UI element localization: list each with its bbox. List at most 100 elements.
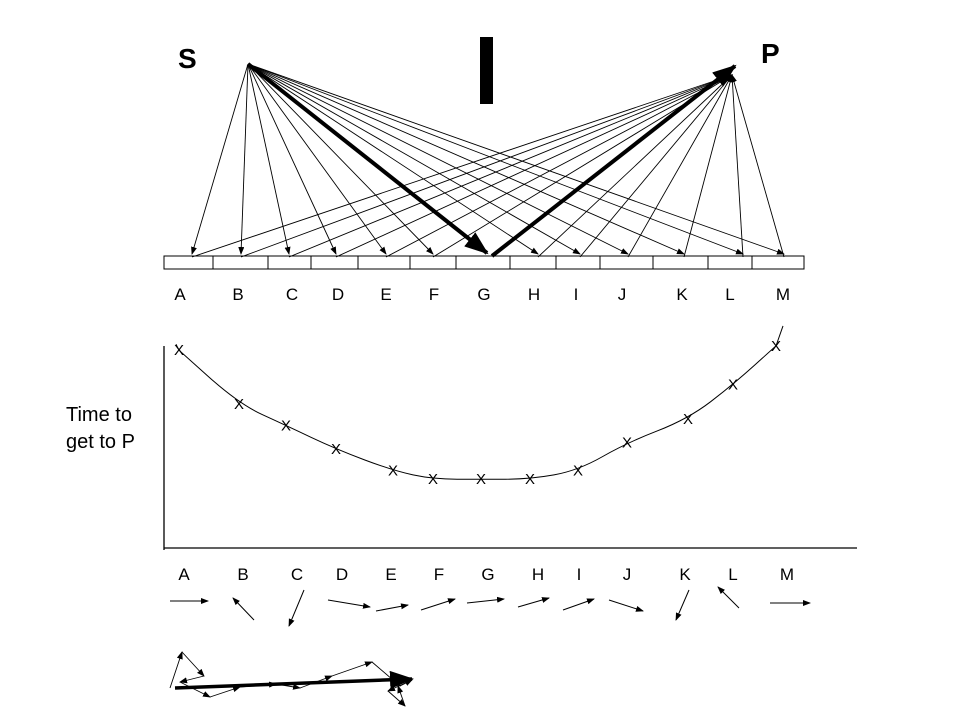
data-point-c: X [281,417,291,434]
incident-ray-j [247,63,629,255]
amplitude-arrow-j [608,599,644,612]
mirror-label-e: E [380,285,391,304]
data-point-m: X [771,338,781,355]
graph-category-m: M [780,565,794,584]
shortest-path [246,62,737,258]
data-point-j: X [622,435,632,452]
graph-category-a: A [178,565,190,584]
vector-sum-step [179,675,205,684]
reflected-rays [191,74,785,258]
mirror-label-b: B [232,285,243,304]
target-label: P [761,38,780,69]
amplitude-arrows [170,586,811,627]
mirror-label-m: M [776,285,790,304]
vector-sum-step [169,651,183,689]
mirror-strip [163,255,805,270]
vector-sum-step [181,651,205,677]
incident-ray-e [247,63,387,255]
reflected-ray-d [335,74,733,258]
mirror-ticks [212,256,753,269]
graph-category-h: H [532,565,544,584]
data-point-a: X [174,342,184,359]
data-point-b: X [234,396,244,413]
graph-category-l: L [728,565,737,584]
graph-y-label: Time to get to P [66,402,166,456]
vector-sum-resultant [174,670,414,690]
graph-category-i: I [577,565,582,584]
graph-y-label-line1: Time to [66,404,132,426]
mirror-label-f: F [429,285,439,304]
mirror-label-g: G [477,285,490,304]
graph-category-j: J [623,565,632,584]
reflected-ray-l [729,74,744,258]
reflected-ray-k [683,74,734,258]
graph-category-k: K [679,565,691,584]
vector-sum-step [331,661,373,677]
time-curve [175,325,784,480]
graph-category-d: D [336,565,348,584]
vector-sum-step [387,690,406,707]
incident-ray-k [247,63,685,255]
amplitude-arrow-e [375,603,409,612]
graph-category-g: G [481,565,494,584]
amplitude-arrow-h [517,597,550,608]
vector-sum-step [397,685,406,707]
graph-category-e: E [385,565,396,584]
reflected-ray-j [627,74,733,258]
reflected-ray-b [240,74,733,258]
data-point-h: X [525,471,535,488]
mirror-label-k: K [676,285,688,304]
vector-sum-step [387,679,413,692]
vector-sum [169,651,414,707]
reflected-ray-m [731,74,785,258]
mirror-label-i: I [574,285,579,304]
mirror-label-h: H [528,285,540,304]
reflected-ray-h [537,74,733,258]
graph-category-b: B [237,565,248,584]
incident-ray-c [247,63,291,255]
mirror-label-c: C [286,285,298,304]
incident-ray-l [247,63,744,255]
data-point-i: X [573,463,583,480]
amplitude-arrow-f [420,598,456,611]
barrier-block [480,37,493,104]
incident-ray-f [247,63,434,255]
shortest-path-incident [246,62,489,255]
data-point-g: X [476,471,486,488]
data-point-e: X [388,463,398,480]
amplitude-arrow-d [327,599,371,609]
mirror-label-j: J [618,285,627,304]
amplitude-arrow-c [288,589,305,627]
vector-sum-step [209,686,241,698]
incident-ray-i [247,63,581,255]
data-point-d: X [331,441,341,458]
graph-y-label-line2: get to P [66,431,135,453]
reflected-ray-e [385,74,733,258]
graph-category-f: F [434,565,444,584]
amplitude-arrow-g [466,596,505,604]
mirror-point-labels: A B C D E F G H I J K L M [174,285,790,304]
data-point-l: X [728,377,738,394]
reflected-ray-c [288,74,733,258]
incident-ray-m [247,63,785,255]
mirror-label-l: L [725,285,734,304]
mirror-label-d: D [332,285,344,304]
amplitude-arrow-k [675,589,690,621]
mirror-label-a: A [174,285,186,304]
shortest-path-reflected [490,64,737,258]
reflected-ray-i [579,74,733,258]
data-point-f: X [428,471,438,488]
reflected-ray-a [191,74,733,258]
graph-category-labels: A B C D E F G H I J K L M [178,565,794,584]
source-label: S [178,43,197,74]
graph-category-c: C [291,565,303,584]
data-point-k: X [683,411,693,428]
amplitude-arrow-i [562,598,595,611]
vector-sum-step [179,681,211,698]
incident-ray-b [238,63,249,255]
data-points: X X X X X X X X X X X X X [174,338,781,488]
vector-sum-step [371,661,401,687]
amplitude-arrow-l [717,586,740,609]
incident-ray-d [247,63,337,255]
